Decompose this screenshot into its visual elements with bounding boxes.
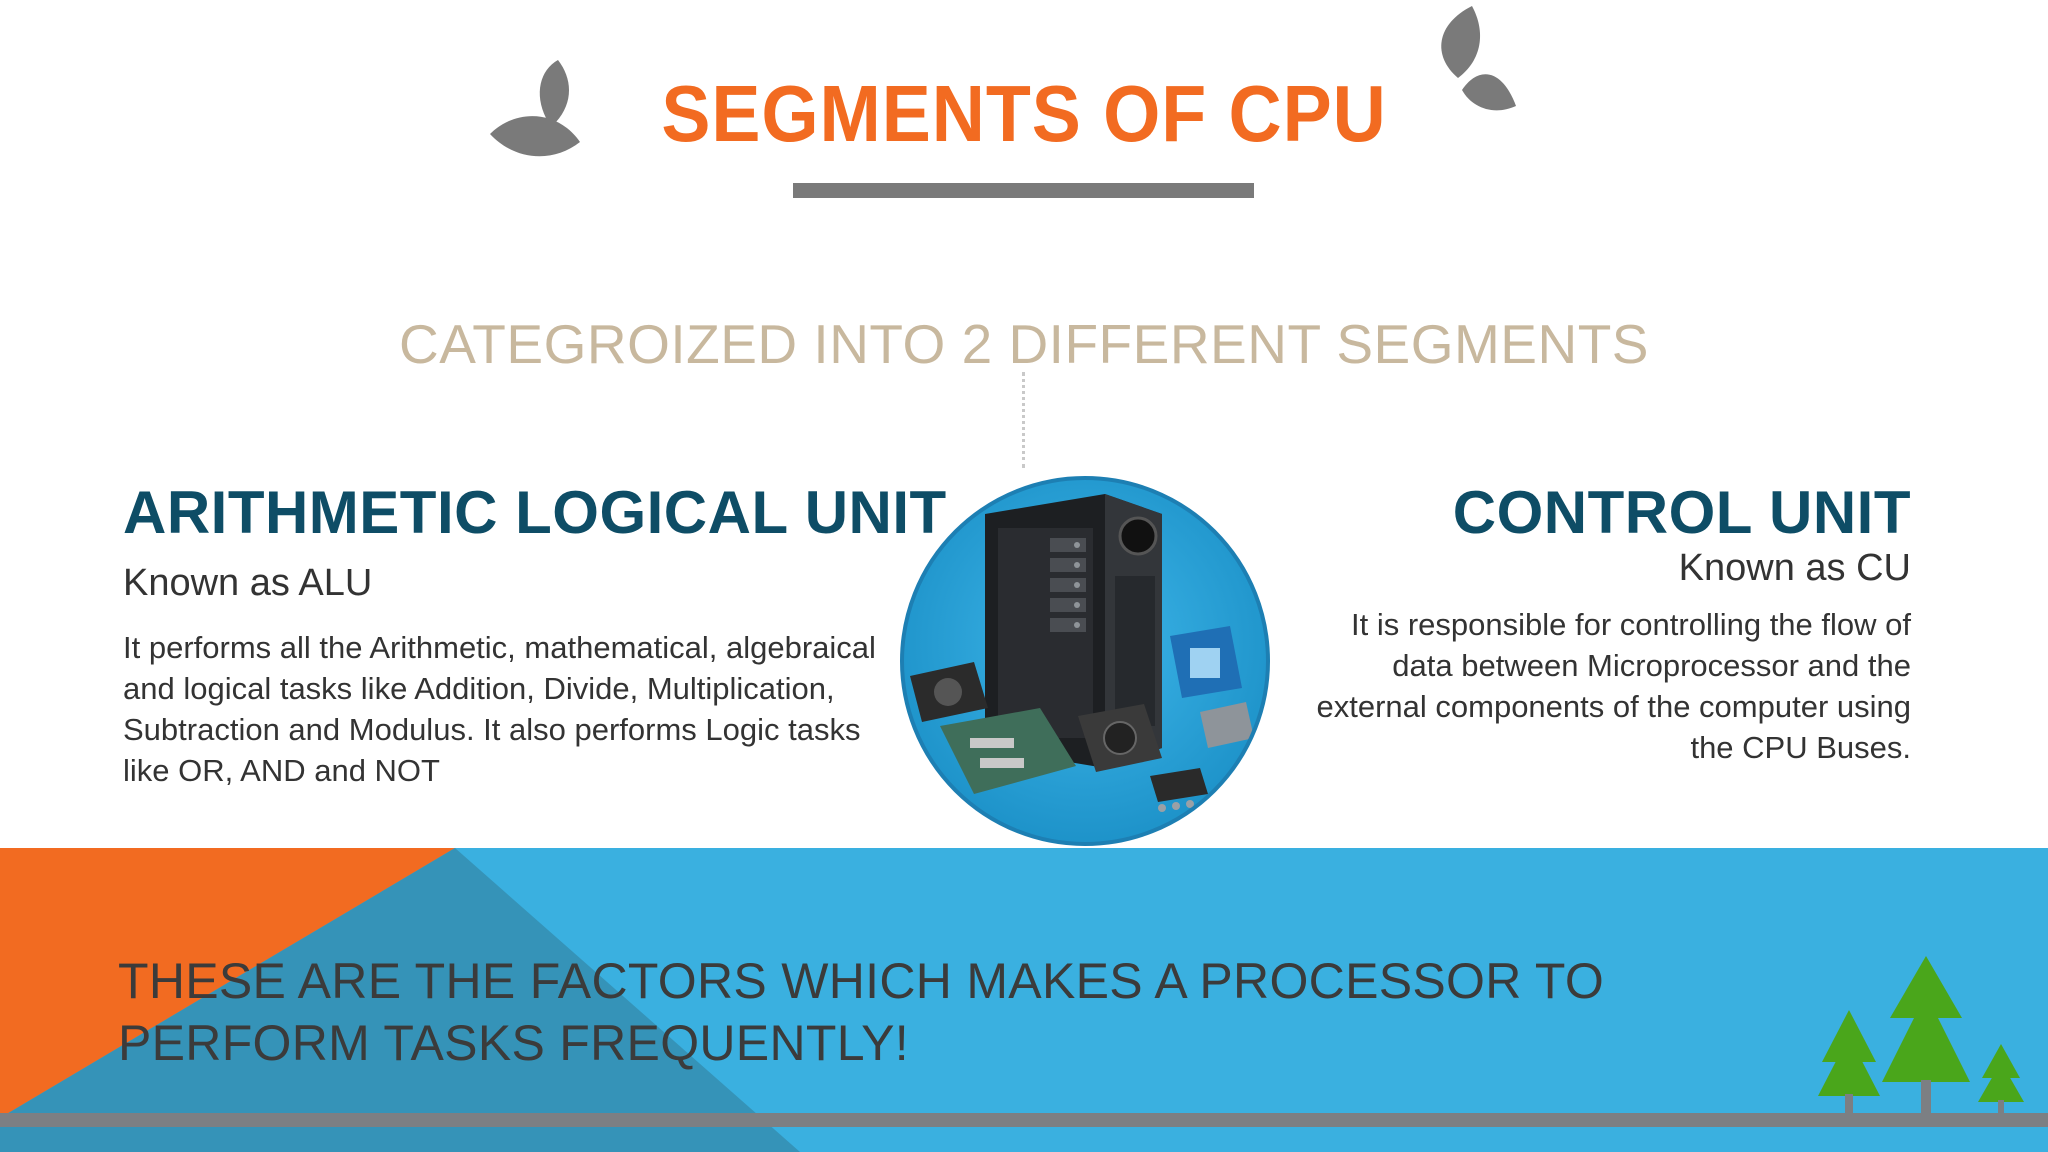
- bottom-banner-line-2: PERFORM TASKS FREQUENTLY!: [118, 1015, 909, 1071]
- alu-heading: ARITHMETIC LOGICAL UNIT: [123, 479, 947, 546]
- cu-heading: CONTROL UNIT: [1452, 479, 1911, 546]
- tree-icon: [1882, 956, 1970, 1114]
- ground-line: [0, 1113, 2048, 1127]
- bottom-banner-line-1: THESE ARE THE FACTORS WHICH MAKES A PROC…: [118, 953, 1605, 1009]
- cu-description: It is responsible for controlling the fl…: [1316, 607, 1911, 765]
- tree-icon: [1818, 1010, 1880, 1114]
- title-underline: [793, 183, 1254, 198]
- computer-hardware-photo: [900, 476, 1270, 846]
- tree-icon: [1978, 1044, 2024, 1114]
- leaf-icon: [490, 60, 580, 157]
- bottom-banner-text: THESE ARE THE FACTORS WHICH MAKES A PROC…: [118, 950, 1718, 1074]
- bottom-banner-background: [0, 848, 2048, 1152]
- page-title: SEGMENTS OF CPU: [661, 69, 1387, 158]
- cu-known-as: Known as CU: [1678, 547, 1911, 589]
- dotted-connector: [1022, 372, 1025, 468]
- leaf-icon: [1441, 6, 1516, 111]
- alu-description: It performs all the Arithmetic, mathemat…: [123, 630, 876, 788]
- alu-known-as: Known as ALU: [123, 562, 373, 604]
- segments-subtitle: CATEGROIZED INTO 2 DIFFERENT SEGMENTS: [398, 313, 1649, 375]
